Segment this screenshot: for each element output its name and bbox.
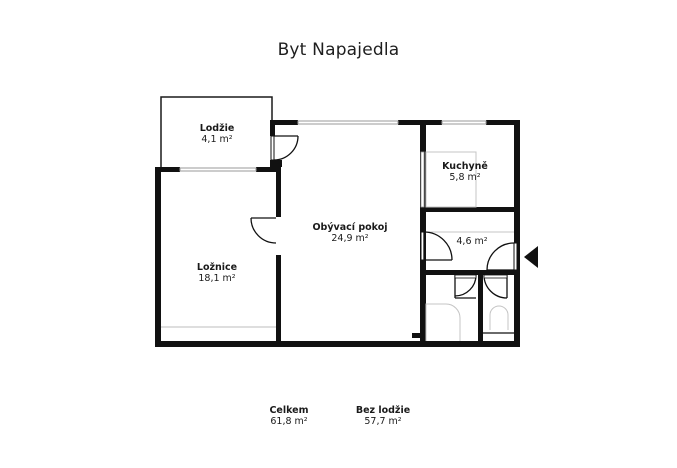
living-room-walls: [270, 120, 425, 347]
living-window: [297, 120, 399, 125]
bedroom-living-partition: [276, 167, 281, 347]
room-area: 24,9 m²: [331, 233, 369, 244]
bedroom-door: [250, 217, 277, 244]
loggia-door: [270, 135, 299, 161]
room-name: Ložnice: [196, 262, 238, 273]
shower-tray: [425, 303, 461, 341]
summary-label: Bez lodžie: [355, 405, 411, 416]
summary-area: 57,7 m²: [364, 416, 402, 427]
kitchen-opening: [420, 151, 425, 208]
summary-without-loggia: Bez lodžie 57,7 m²: [340, 405, 426, 427]
toilet: [489, 305, 509, 330]
bathroom-walls: [412, 270, 520, 347]
wc-door: [483, 274, 508, 299]
room-area: 18,1 m²: [198, 273, 236, 284]
room-label-kuchyne: Kuchyně 5,8 m²: [430, 161, 500, 183]
summary-total: Celkem 61,8 m²: [250, 405, 328, 427]
summary-area: 61,8 m²: [270, 416, 308, 427]
bedroom-window: [179, 167, 257, 172]
kitchen-window: [441, 120, 487, 125]
room-label-obyvaci-pokoj: Obývací pokoj 24,9 m²: [290, 222, 410, 244]
bathroom-door: [454, 274, 477, 299]
bedroom-walls: [155, 167, 281, 347]
hallway-walls: [420, 212, 520, 347]
room-label-loznice: Ložnice 18,1 m²: [175, 262, 259, 284]
hallway-door-left: [420, 231, 453, 261]
room-area: 4,6 m²: [456, 236, 488, 247]
plan-title: Byt Napajedla: [277, 40, 400, 60]
room-name: Kuchyně: [442, 161, 488, 172]
room-name: Lodžie: [199, 123, 235, 134]
room-name: Obývací pokoj: [312, 222, 388, 233]
entrance-door: [486, 242, 518, 271]
room-area: 4,1 m²: [201, 134, 233, 145]
entrance-arrow-icon: [524, 246, 538, 268]
kitchen-counter: [425, 151, 477, 208]
room-label-lodzie: Lodžie 4,1 m²: [175, 123, 259, 145]
room-area: 5,8 m²: [449, 172, 481, 183]
summary-label: Celkem: [269, 405, 309, 416]
room-label-hallway: 4,6 m²: [440, 236, 504, 247]
